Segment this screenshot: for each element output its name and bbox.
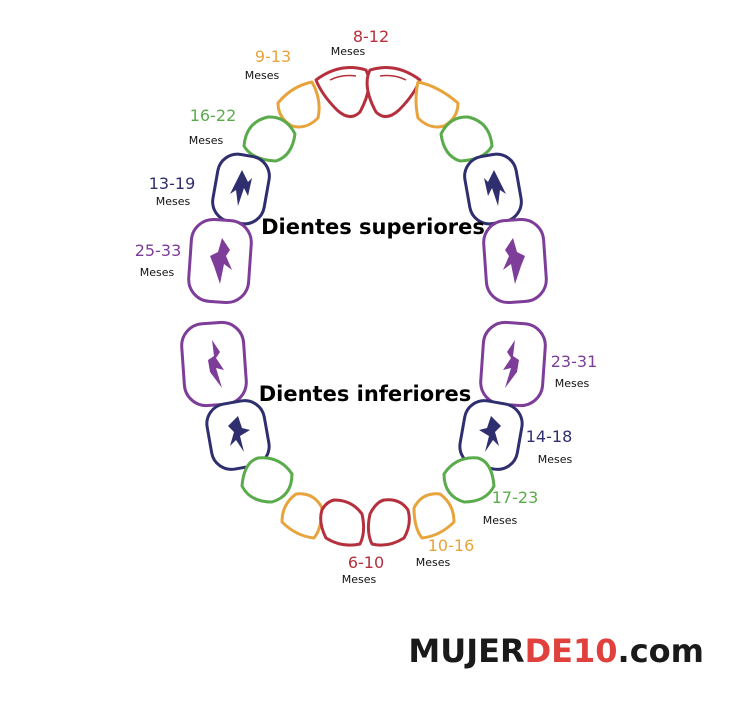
- upper-central-incisor-line-left: [329, 74, 357, 81]
- upper-central-range: 8-12: [353, 27, 389, 46]
- lower-canine-left: [240, 456, 294, 504]
- upper-second-molar-unit: Meses: [140, 266, 175, 279]
- upper-first-molar-range: 13-19: [149, 174, 196, 193]
- upper-canine-left: [242, 115, 297, 163]
- logo-part-mujer: MUJER: [408, 632, 524, 670]
- lower-central-incisor-right: [366, 498, 411, 547]
- lower-canine-range: 17-23: [492, 488, 539, 507]
- upper-first-molar-right-marking: [484, 170, 506, 206]
- upper-central-incisor-line-right: [379, 74, 407, 81]
- upper-first-molar-left-marking: [230, 170, 252, 206]
- upper-lateral-unit: Meses: [245, 69, 280, 82]
- logo-part-de10: DE10: [525, 632, 618, 670]
- lower-second-molar-range: 23-31: [551, 352, 598, 371]
- upper-canine-unit: Meses: [189, 134, 224, 147]
- lower-first-molar-left-marking: [228, 416, 250, 452]
- lower-lateral-incisor-right: [412, 492, 456, 540]
- brand-logo: MUJERDE10.com: [408, 632, 704, 670]
- lower-lateral-unit: Meses: [416, 556, 451, 569]
- lower-second-molar-left-marking: [208, 340, 224, 388]
- lower-central-unit: Meses: [342, 573, 377, 586]
- lower-canine-right: [442, 456, 496, 504]
- logo-part-com: .com: [618, 632, 704, 670]
- upper-canine-range: 16-22: [190, 106, 237, 125]
- lower-first-molar-range: 14-18: [526, 427, 573, 446]
- upper-central-incisor-right: [365, 66, 422, 118]
- lower-central-range: 6-10: [348, 553, 384, 572]
- upper-lateral-range: 9-13: [255, 47, 291, 66]
- upper-arch: [187, 66, 548, 305]
- upper-central-unit: Meses: [331, 45, 366, 58]
- upper-lateral-incisor-right: [414, 80, 460, 129]
- lower-central-incisor-left: [319, 498, 366, 547]
- lower-lateral-range: 10-16: [428, 536, 475, 555]
- upper-second-molar-range: 25-33: [135, 241, 182, 260]
- lower-first-molar-right-marking: [479, 416, 501, 452]
- upper-canine-right: [439, 115, 494, 163]
- upper-first-molar-unit: Meses: [156, 195, 191, 208]
- lower-first-molar-unit: Meses: [538, 453, 573, 466]
- upper-central-incisor-left: [314, 66, 371, 118]
- lower-second-molar-unit: Meses: [555, 377, 590, 390]
- upper-teeth-heading: Dientes superiores: [261, 215, 485, 239]
- upper-second-molar-right-marking: [503, 238, 525, 284]
- lower-teeth-heading: Dientes inferiores: [259, 382, 472, 406]
- lower-canine-unit: Meses: [483, 514, 518, 527]
- lower-second-molar-right-marking: [503, 340, 519, 388]
- upper-second-molar-left-marking: [210, 238, 232, 284]
- lower-arch: [180, 320, 547, 547]
- lower-lateral-incisor-left: [280, 492, 324, 540]
